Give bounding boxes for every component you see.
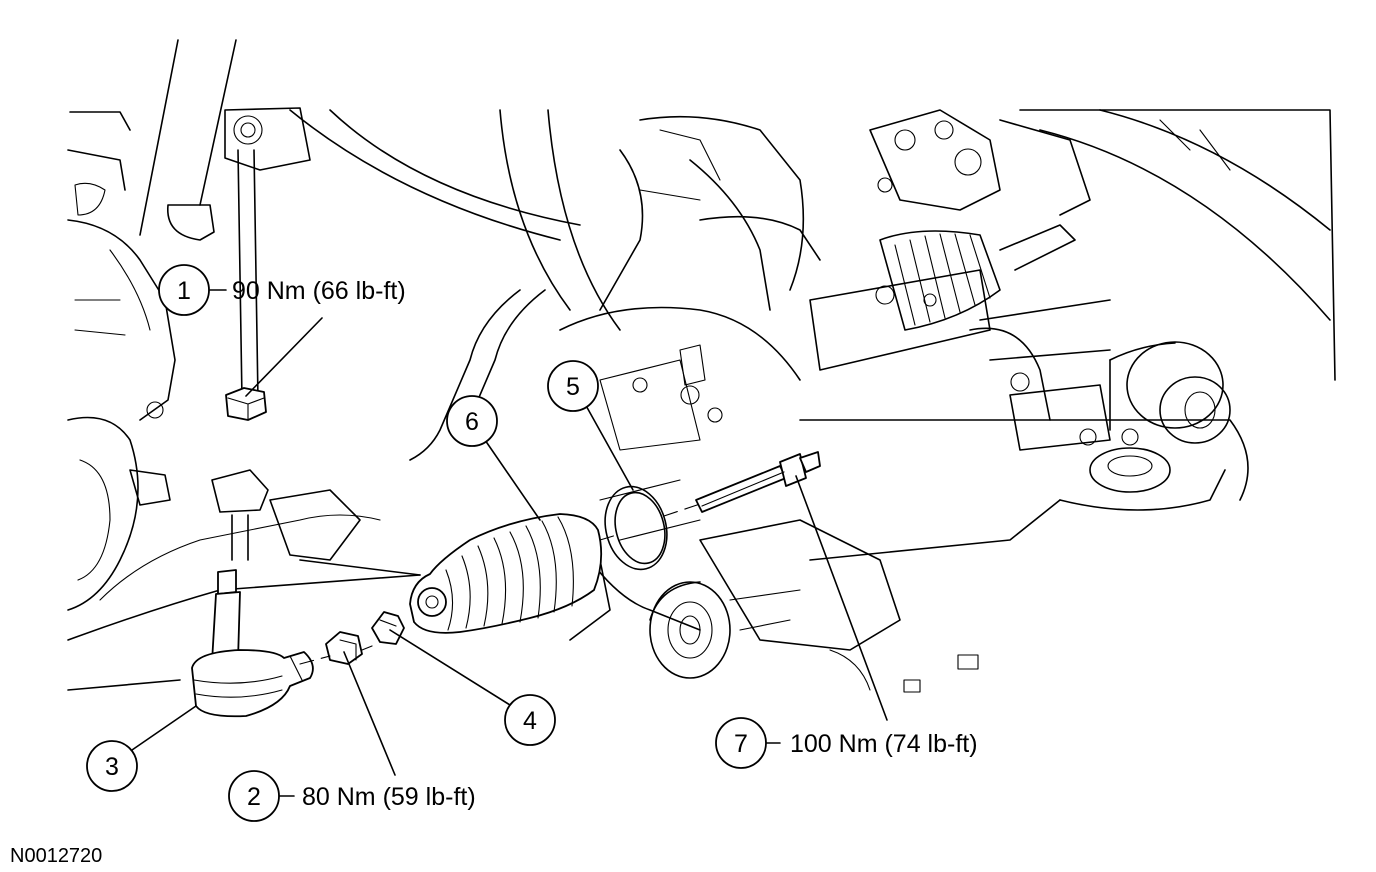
right-bushing	[1109, 341, 1231, 444]
chassis-background-art	[67, 39, 1336, 693]
callout-circle	[86, 740, 138, 792]
callout-1-number: 1	[177, 277, 191, 305]
callout-6-number: 6	[465, 408, 479, 436]
callout-1: 1 90 Nm (66 lb-ft)	[158, 264, 406, 316]
callout-circle	[715, 717, 767, 769]
callout-3: 3	[86, 740, 138, 792]
part-6-steering-boot	[409, 513, 603, 634]
callout-6: 6	[446, 395, 498, 447]
callout-2-torque: 80 Nm (59 lb-ft)	[302, 783, 476, 811]
part-7-inner-tie-rod	[695, 451, 821, 513]
callout-5-number: 5	[566, 373, 580, 401]
part-3-tie-rod-end	[191, 569, 314, 718]
lower-bushing	[649, 581, 731, 679]
installed-right-boot	[879, 224, 1076, 331]
callout-3-number: 3	[105, 753, 119, 781]
callout-1-torque: 90 Nm (66 lb-ft)	[232, 277, 406, 305]
callout-4: 4	[504, 694, 556, 746]
callout-7-torque: 100 Nm (74 lb-ft)	[790, 730, 978, 758]
part-4-boot-clamp	[371, 611, 405, 645]
callout-circle	[228, 770, 280, 822]
leader-lines	[131, 289, 888, 797]
callout-7: 7 100 Nm (74 lb-ft)	[715, 717, 978, 769]
callout-4-number: 4	[523, 707, 537, 735]
part-2-jam-nut	[325, 631, 363, 665]
callout-circle	[547, 360, 599, 412]
callout-7-number: 7	[734, 730, 748, 758]
callout-circle	[158, 264, 210, 316]
callout-circle	[504, 694, 556, 746]
part-1-stabilizer-nut	[225, 387, 267, 421]
part-5-retaining-ring	[604, 485, 668, 571]
callout-2-number: 2	[247, 783, 261, 811]
figure-id: N0012720	[10, 845, 102, 867]
callout-5: 5	[547, 360, 599, 412]
callout-circle	[446, 395, 498, 447]
callout-2: 2 80 Nm (59 lb-ft)	[228, 770, 476, 822]
